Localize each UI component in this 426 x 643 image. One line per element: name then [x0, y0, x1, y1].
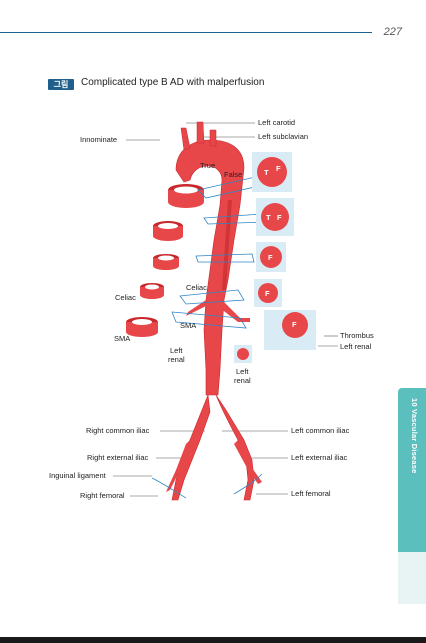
section-2-f: F — [277, 213, 282, 222]
leader-lines — [113, 122, 338, 497]
groin-lines — [151, 473, 263, 499]
label-false-lumen: False — [224, 170, 243, 179]
header-rule — [0, 32, 372, 33]
label-left-external-iliac: Left external iliac — [291, 453, 348, 462]
aorta-body — [166, 121, 262, 501]
label-left-carotid: Left carotid — [258, 118, 296, 127]
chapter-side-tab-label: 10 Vascular Disease — [410, 398, 419, 474]
label-left-renal-small-2: renal — [234, 376, 251, 385]
page-number: 227 — [383, 26, 402, 38]
figure-title: Complicated type B AD with malperfusion — [81, 77, 265, 88]
section-1-f: F — [276, 164, 281, 173]
chapter-side-tab[interactable] — [398, 388, 426, 552]
label-innominate: Innominate — [80, 135, 118, 144]
label-left-femoral: Left femoral — [291, 489, 331, 498]
label-sma-left: SMA — [114, 334, 131, 343]
label-left-subclavian: Left subclavian — [258, 132, 309, 141]
cross-section-panels — [234, 152, 316, 363]
label-right-common-iliac: Right common iliac — [86, 426, 150, 435]
label-left-renal-small-1: Left — [236, 367, 249, 376]
label-right-femoral: Right femoral — [80, 491, 125, 500]
section-2-t: T — [266, 213, 271, 222]
section-4-f: F — [265, 289, 270, 298]
label-sma-center: SMA — [180, 321, 197, 330]
label-celiac-left: Celiac — [115, 293, 136, 302]
label-true-lumen: True — [200, 161, 216, 170]
label-inguinal-ligament: Inguinal ligament — [49, 471, 106, 480]
label-left-renal-center-1: Left — [170, 346, 183, 355]
footer-bar — [0, 637, 426, 643]
side-tab-shade — [398, 552, 426, 604]
label-right-external-iliac: Right external iliac — [87, 453, 149, 462]
label-thrombus: Thrombus — [340, 331, 374, 340]
label-left-common-iliac: Left common iliac — [291, 426, 350, 435]
label-celiac-center: Celiac — [186, 283, 207, 292]
figure-badge: 그림 — [48, 79, 74, 90]
section-1-t: T — [264, 168, 269, 177]
vessel-rings-left — [126, 184, 204, 337]
label-left-renal-center-2: renal — [168, 355, 185, 364]
section-3-f: F — [268, 253, 273, 262]
label-left-renal-right: Left renal — [340, 342, 372, 351]
section-5-f: F — [292, 320, 297, 329]
